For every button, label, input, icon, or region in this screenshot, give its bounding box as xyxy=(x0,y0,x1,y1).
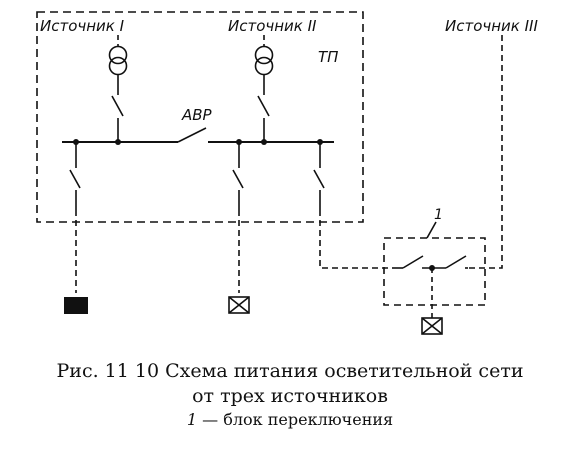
feeder2-disconnector xyxy=(232,169,244,210)
feeder3-disconnector xyxy=(313,169,325,210)
avr-switch xyxy=(177,127,207,143)
figure-caption-line3: 1 — блок переключения xyxy=(0,410,580,429)
switching-block-boundary xyxy=(383,237,486,306)
caption-block-text: — блок переключения xyxy=(197,410,394,429)
figure-caption-line2: от трех источников xyxy=(192,385,388,407)
lamp-load-icon xyxy=(421,317,443,335)
source3-label: Источник III xyxy=(445,17,538,35)
caption-block-number: 1 xyxy=(186,410,198,429)
substation-boundary xyxy=(36,11,364,223)
source1-disconnector xyxy=(111,95,124,142)
source2-disconnector xyxy=(257,95,270,142)
substation-label: ТП xyxy=(318,48,338,66)
source1-label: Источник I xyxy=(40,17,125,35)
block-switch-right xyxy=(445,255,467,269)
feeder1-disconnector xyxy=(69,169,81,210)
bus-junctions xyxy=(73,139,435,271)
figure-caption-line1: Рис. 11 10 Схема питания осветительной с… xyxy=(56,360,524,382)
source2-label: Источник II xyxy=(228,17,317,35)
lamp-load-icon xyxy=(228,296,250,314)
transformer1-icon xyxy=(108,45,128,76)
block-switch-left xyxy=(402,255,424,269)
source3-cable xyxy=(468,35,503,269)
avr-label: АВР xyxy=(181,106,213,124)
block-pointer xyxy=(426,221,437,239)
block-number-label: 1 xyxy=(434,207,443,223)
feeder3-cable xyxy=(319,210,392,269)
transformer2-icon xyxy=(254,45,274,76)
filled-load-icon xyxy=(64,297,88,314)
